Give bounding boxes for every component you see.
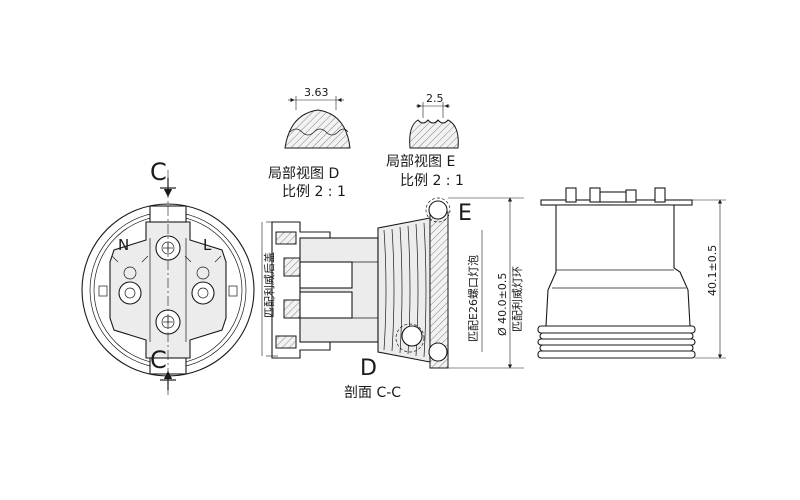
side-view-body [545,204,691,327]
side-height-dimension: 40.1±0.5 [706,245,719,296]
detail-d-scale: 比例 2 : 1 [282,184,346,200]
section-diameter-dimension: Ø 40.0±0.5 [496,273,509,336]
detail-d-profile [284,109,351,149]
detail-e-profile [409,119,459,149]
live-label: L [203,236,212,254]
note-e26-socket: 匹配E26螺口灯泡 [466,255,480,342]
callout-e-label: E [458,201,472,226]
side-view: 40.1±0.5 [537,187,726,359]
detail-e: 2.5 局部视图 E 比例 2 : 1 [386,92,464,189]
detail-d-dimension: 3.63 [304,86,329,99]
section-mark-top: C [150,158,167,186]
section-mark-bottom: C [150,346,167,374]
section-view: D E 匹配利威后盖 匹配E26螺口灯泡 Ø 40.0±0.5 匹配利威灯环 剖… [261,197,524,401]
note-lamp-ring: 匹配利威灯环 [511,266,524,332]
front-view-left-contact [111,255,149,305]
callout-e-circle [425,197,451,223]
side-view-thread-rings [537,325,696,359]
detail-d: 3.63 局部视图 D 比例 2 : 1 [268,86,351,200]
front-view-center-plate [109,221,227,359]
note-rear-cover: 匹配利威后盖 [262,252,276,318]
neutral-label: N [118,236,129,254]
detail-e-dimension: 2.5 [426,92,444,105]
detail-e-scale: 比例 2 : 1 [400,173,464,189]
front-view: C C N L [81,158,255,395]
section-title: 剖面 C-C [344,385,401,401]
front-view-right-contact [184,255,222,305]
section-inner-body [299,237,379,343]
detail-d-title: 局部视图 D [268,166,339,182]
callout-d-label: D [360,356,377,381]
callout-d-circle [395,323,425,353]
detail-e-title: 局部视图 E [386,154,455,170]
